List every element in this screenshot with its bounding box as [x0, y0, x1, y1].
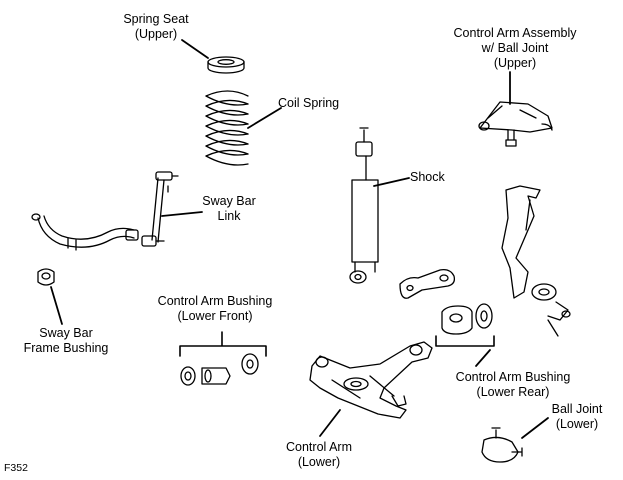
label-sway-bar-frame-bushing: Sway Bar Frame Bushing	[23, 326, 109, 355]
label-spring-seat: Spring Seat (Upper)	[123, 12, 189, 41]
front-bushing-parts	[181, 354, 258, 385]
sway-bar-frame-bushing-part	[38, 269, 54, 285]
label-control-arm-lower: Control Arm (Lower)	[286, 440, 352, 469]
upper-control-arm-part	[479, 102, 552, 146]
label-control-arm-assembly-upper: Control Arm Assembly w/ Ball Joint (Uppe…	[453, 26, 577, 70]
label-shock: Shock	[410, 170, 445, 184]
label-ball-joint-lower: Ball Joint (Lower)	[551, 402, 603, 431]
sway-bar-link-part	[142, 172, 178, 246]
steering-knuckle-part	[502, 186, 570, 336]
spring-seat-part	[208, 57, 244, 73]
rear-bushing-part	[442, 304, 492, 334]
label-coil-spring: Coil Spring	[278, 96, 340, 110]
label-sway-bar-link: Sway Bar Link	[202, 194, 256, 223]
sway-bar-part	[32, 214, 138, 250]
lower-control-arm-part	[310, 342, 432, 418]
lower-ball-joint-part	[482, 428, 522, 462]
label-control-arm-bushing-lower-rear: Control Arm Bushing (Lower Rear)	[455, 370, 571, 399]
front-bushing-bracket	[180, 332, 266, 356]
label-control-arm-bushing-lower-front: Control Arm Bushing (Lower Front)	[157, 294, 273, 323]
rear-bushing-bracket	[436, 336, 494, 346]
figure-id: F352	[4, 462, 28, 474]
coil-spring-part	[206, 91, 248, 165]
leader-lines	[51, 40, 548, 438]
bracket-part	[400, 270, 454, 299]
shock-part	[350, 128, 378, 283]
